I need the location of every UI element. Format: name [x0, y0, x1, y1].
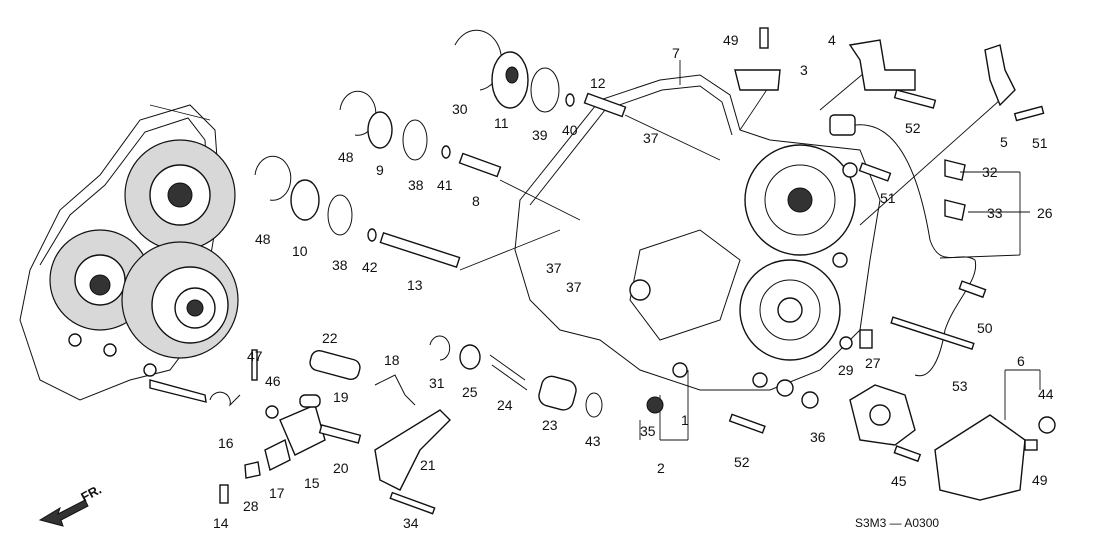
callout-52a: 52	[905, 120, 921, 136]
callout-13: 13	[407, 277, 423, 293]
callout-20: 20	[333, 460, 349, 476]
callout-35: 35	[640, 423, 656, 439]
callout-22: 22	[322, 330, 338, 346]
callout-5: 5	[1000, 134, 1008, 150]
callout-10: 10	[292, 243, 308, 259]
callout-33: 33	[987, 205, 1003, 221]
callout-38b: 38	[332, 257, 348, 273]
callout-48b: 48	[255, 231, 271, 247]
upper-parts	[254, 29, 721, 271]
callout-40: 40	[562, 122, 578, 138]
callout-9: 9	[376, 162, 384, 178]
callout-23: 23	[542, 417, 558, 433]
callout-47: 47	[247, 348, 263, 364]
callout-53: 53	[952, 378, 968, 394]
callout-16: 16	[218, 435, 234, 451]
callout-11: 11	[494, 115, 509, 131]
callout-4: 4	[828, 32, 836, 48]
callout-49a: 49	[723, 32, 739, 48]
bracket-leaders	[939, 171, 1041, 420]
callout-46: 46	[265, 373, 281, 389]
gear-housing	[19, 104, 239, 403]
fr-arrow-icon	[38, 499, 89, 527]
callout-1: 1	[681, 412, 689, 428]
callout-29: 29	[838, 362, 854, 378]
callout-24: 24	[497, 397, 513, 413]
callout-42: 42	[362, 259, 378, 275]
callout-27: 27	[865, 355, 881, 371]
callout-26: 26	[1037, 205, 1053, 221]
right-parts	[728, 27, 1056, 501]
callout-18: 18	[384, 352, 400, 368]
callout-30: 30	[452, 101, 468, 117]
callout-48a: 48	[338, 149, 354, 165]
callout-41: 41	[437, 177, 453, 193]
callout-39: 39	[532, 127, 548, 143]
callout-2: 2	[657, 460, 665, 476]
diagram-code: S3M3 — A0300	[855, 516, 939, 530]
callout-49b: 49	[1032, 472, 1048, 488]
callout-51b: 51	[880, 190, 896, 206]
callout-45: 45	[891, 473, 907, 489]
front-arrow: FR.	[38, 482, 104, 527]
callout-21: 21	[420, 457, 436, 473]
callout-44: 44	[1038, 386, 1054, 402]
callout-14: 14	[213, 515, 229, 531]
callout-52b: 52	[734, 454, 750, 470]
callout-31: 31	[429, 375, 445, 391]
transmission-case	[514, 74, 881, 391]
callout-12: 12	[590, 75, 606, 91]
callout-labels: 1 2 3 4 5 6 7 8 9 10 11 12 13 14 15 16 1…	[213, 32, 1054, 531]
callout-34: 34	[403, 515, 419, 531]
callout-25: 25	[462, 384, 478, 400]
callout-37b: 37	[546, 260, 562, 276]
callout-32: 32	[982, 164, 998, 180]
case-leaders	[639, 60, 1001, 441]
callout-19: 19	[333, 389, 349, 405]
callout-43: 43	[585, 433, 601, 449]
callout-6: 6	[1017, 353, 1025, 369]
callout-15: 15	[304, 475, 320, 491]
callout-51a: 51	[1032, 135, 1048, 151]
callout-38a: 38	[408, 177, 424, 193]
callout-37a: 37	[643, 130, 659, 146]
callout-17: 17	[269, 485, 285, 501]
callout-28: 28	[243, 498, 259, 514]
callout-8: 8	[472, 193, 480, 209]
callout-7: 7	[672, 45, 680, 61]
callout-36: 36	[810, 429, 826, 445]
callout-50: 50	[977, 320, 993, 336]
callout-3: 3	[800, 62, 808, 78]
lower-parts	[209, 335, 664, 515]
callout-37c: 37	[566, 279, 582, 295]
